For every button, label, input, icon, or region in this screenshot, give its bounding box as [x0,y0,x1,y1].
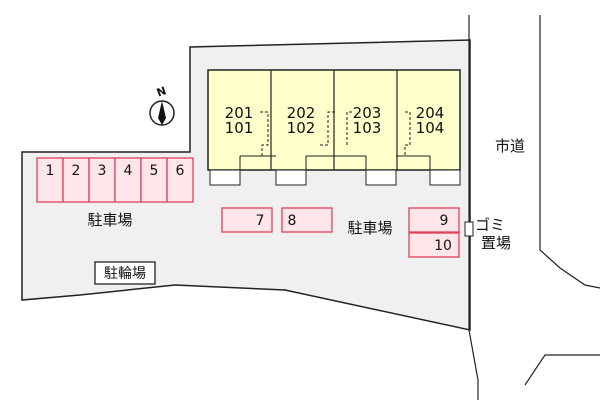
road-label: 市道 [495,137,525,155]
parking-space-9 [408,207,460,233]
apartment-building: 201 101 202 102 203 103 204 104 [207,69,461,186]
garbage-box [464,221,474,237]
parking-left-label: 駐車場 [87,211,132,229]
space-5-label: 5 [150,163,159,179]
unit-201-label: 201 [225,104,254,122]
parking-center-label: 駐車場 [347,219,392,237]
road-edge-left [468,15,479,400]
unit-202-label: 202 [287,104,316,122]
entrance-step-2 [275,169,307,186]
compass-label: N [155,84,168,99]
bicycle-parking-box [94,261,156,285]
compass-needle [158,101,166,125]
parking-left: 1 2 3 4 5 6 駐車場 [36,157,194,229]
parking-right: 9 10 [408,207,460,258]
parking-space-6 [166,157,194,203]
unit-102-label: 102 [287,119,316,137]
unit-101-label: 101 [225,119,254,137]
garbage-label-line2: 置場 [481,234,511,252]
space-2-label: 2 [72,163,81,179]
space-8-label: 8 [288,213,297,229]
entrance-step-4 [429,169,461,186]
unit-103-label: 103 [353,119,382,137]
space-3-label: 3 [98,163,107,179]
road-edge-right [539,15,600,289]
space-9-label: 9 [440,213,449,229]
compass: N [149,84,175,126]
parking-center: 7 8 駐車場 [221,207,393,237]
entrance-step-1 [209,169,241,186]
garbage-label-line1: ゴミ [475,216,505,234]
parking-space-10 [408,232,460,258]
parking-space-3 [88,157,116,203]
unit-203-label: 203 [353,104,382,122]
space-10-label: 10 [434,238,452,254]
bicycle-parking-label: 駐輪場 [104,265,146,282]
parking-space-1 [36,157,64,203]
parking-space-5 [140,157,168,203]
parking-space-7 [221,207,273,233]
space-6-label: 6 [176,163,185,179]
unit-204-label: 204 [416,104,445,122]
space-7-label: 7 [256,213,265,229]
garbage-station: ゴミ 置場 [464,216,511,252]
parking-space-8 [281,207,333,233]
space-1-label: 1 [46,163,55,179]
unit-104-label: 104 [416,119,445,137]
entrance-step-3 [365,169,397,186]
bicycle-parking: 駐輪場 [94,261,156,285]
space-4-label: 4 [124,163,133,179]
parking-space-2 [62,157,90,203]
road-corner-lower [524,354,600,386]
